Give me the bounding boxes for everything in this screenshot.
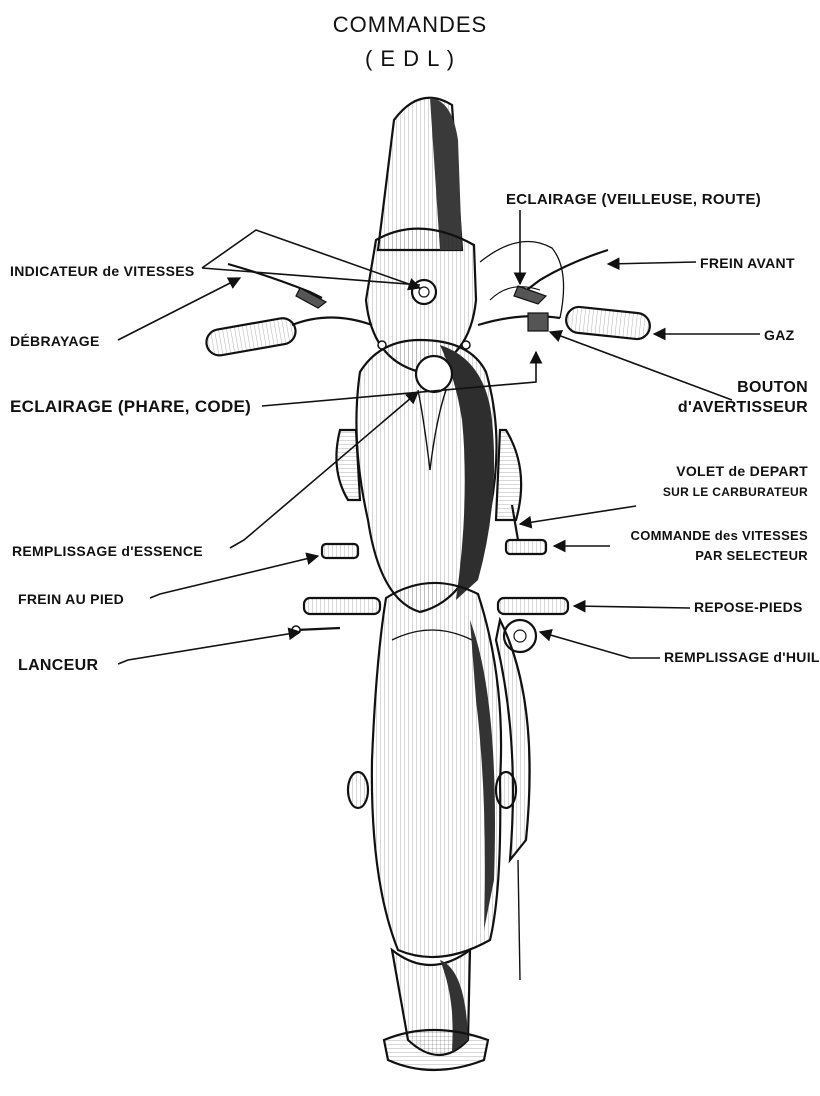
label-lanceur: LANCEUR (18, 657, 98, 674)
fuel-filler-cap (416, 356, 452, 392)
leader-remplissage-huile (540, 632, 660, 658)
leader-volet-depart (520, 506, 636, 524)
label-indicateur-vitesses: INDICATEUR de VITESSES (10, 263, 194, 279)
label-bouton-line1: BOUTON (737, 379, 808, 396)
handlebar-left (292, 318, 372, 326)
label-volet-line1: VOLET de DEPART (676, 463, 808, 479)
label-debrayage: DÉBRAYAGE (10, 333, 100, 349)
label-repose-pieds: REPOSE-PIEDS (694, 599, 803, 615)
shock-absorber-right (496, 772, 516, 808)
diagram-subtitle: ( E D L ) (365, 46, 455, 71)
footrest-left (304, 598, 380, 614)
label-bouton-line2: d'AVERTISSEUR (678, 399, 808, 416)
leader-frein-au-pied (150, 556, 318, 598)
label-eclairage-veilleuse-route: ECLAIRAGE (VEILLEUSE, ROUTE) (506, 191, 761, 208)
leader-lanceur (118, 632, 300, 664)
motorcycle-illustration (204, 98, 651, 1070)
label-remplissage-huile: REMPLISSAGE d'HUILE (664, 649, 820, 665)
engine-side-right (496, 430, 521, 520)
label-gaz: GAZ (764, 327, 795, 343)
diagram-title: COMMANDES (333, 12, 487, 37)
leader-bouton-avertisseur (550, 332, 732, 400)
label-commande-line2: PAR SELECTEUR (695, 548, 808, 563)
left-grip (204, 316, 297, 357)
label-frein-avant: FREIN AVANT (700, 255, 795, 271)
rear-stand-wire (518, 860, 520, 980)
footrest-right (498, 598, 568, 614)
kick-starter (296, 628, 340, 630)
foot-brake-pedal (322, 544, 358, 558)
leader-frein-avant (608, 262, 696, 264)
shock-absorber-left (348, 772, 368, 808)
horn-switch-housing (528, 313, 548, 331)
engine-side-left (336, 430, 360, 500)
right-grip-throttle (565, 306, 651, 341)
saddle (372, 583, 501, 957)
gear-selector-pedal (506, 540, 546, 554)
leader-repose-pieds (574, 606, 690, 608)
label-frein-au-pied: FREIN AU PIED (18, 591, 124, 607)
front-brake-lever (524, 250, 608, 292)
speedometer-dial (412, 280, 436, 304)
label-remplissage-essence: REMPLISSAGE d'ESSENCE (12, 543, 203, 559)
label-volet-line2: SUR LE CARBURATEUR (663, 485, 808, 499)
tail-lamp (384, 1030, 488, 1070)
label-commande-line1: COMMANDE des VITESSES (631, 528, 809, 543)
control-cable-right (480, 242, 564, 318)
label-eclairage-phare-code: ECLAIRAGE (PHARE, CODE) (10, 397, 251, 416)
